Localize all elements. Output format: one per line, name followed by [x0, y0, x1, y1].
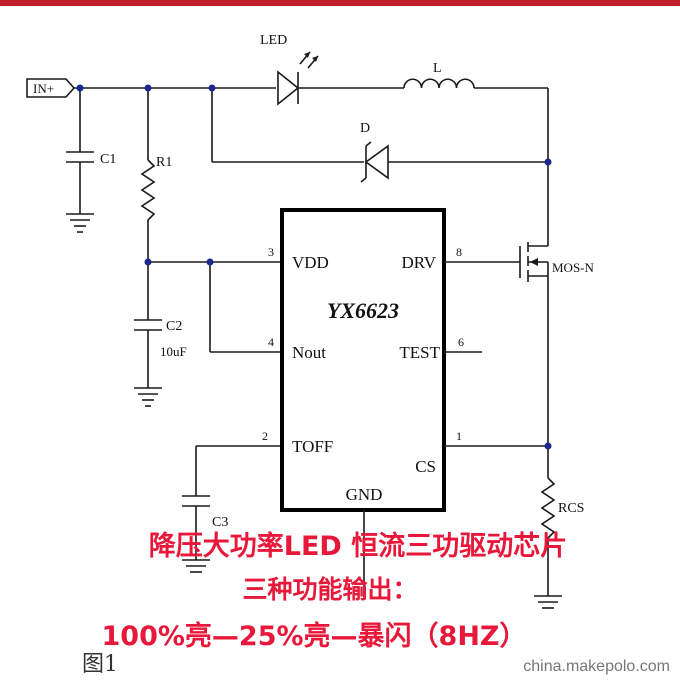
- top-accent-rule: [0, 0, 680, 6]
- diode-label: D: [360, 121, 370, 136]
- output-stage: [363, 261, 548, 600]
- chip-name: YX6623: [327, 298, 399, 323]
- rcs-label: RCS: [558, 501, 584, 516]
- pin-gnd-name: GND: [346, 485, 383, 504]
- c2-label: C2: [166, 319, 182, 334]
- caption-line-3: 100%亮—25%亮—暴闪（8HZ）: [101, 621, 527, 652]
- pin-test-num: 6: [458, 335, 464, 349]
- junction-dots: [76, 84, 552, 450]
- pin-nout-num: 4: [268, 335, 274, 349]
- c1-label: C1: [100, 152, 116, 167]
- r1-resistor: R1: [140, 88, 172, 262]
- toff-network: C3: [182, 445, 282, 573]
- figure-label: 图1: [82, 652, 118, 677]
- watermark-text: china.makepolo.com: [523, 658, 670, 675]
- caption-line-2: 三种功能输出：: [242, 575, 418, 604]
- input-terminal: IN+: [26, 78, 76, 98]
- led-symbol: LED: [260, 33, 319, 106]
- rcs-resistor: RCS: [534, 446, 584, 609]
- pin-nout-name: Nout: [292, 343, 326, 362]
- pin-test-name: TEST: [399, 343, 440, 362]
- c1-capacitor: C1: [66, 88, 116, 233]
- inductor-label: L: [433, 61, 442, 76]
- r1-label: R1: [156, 155, 172, 170]
- pin-toff-name: TOFF: [292, 437, 333, 456]
- inductor-symbol: L: [403, 61, 475, 89]
- mosfet-symbol: MOS-N: [519, 232, 595, 446]
- in-plus-label: IN+: [33, 81, 54, 96]
- pin-cs-name: CS: [415, 457, 436, 476]
- pin-cs-num: 1: [456, 429, 462, 443]
- pin-vdd-name: VDD: [292, 253, 329, 272]
- caption-line-1: 降压大功率LED 恒流三功驱动芯片: [148, 531, 568, 562]
- diode-branch: D: [211, 88, 548, 183]
- pin-drv-name: DRV: [401, 253, 436, 272]
- pin-toff-num: 2: [262, 429, 268, 443]
- c3-label: C3: [212, 515, 228, 530]
- pin-drv-num: 8: [456, 245, 462, 259]
- mos-label: MOS-N: [552, 260, 595, 275]
- led-label: LED: [260, 33, 287, 48]
- pin-vdd-num: 3: [268, 245, 274, 259]
- vdd-network: C2 10uF: [134, 261, 282, 407]
- c2-value-label: 10uF: [160, 344, 187, 359]
- ic-yx6623: YX6623 VDD 3 Nout 4 TOFF 2 DRV 8 TEST 6 …: [262, 208, 464, 512]
